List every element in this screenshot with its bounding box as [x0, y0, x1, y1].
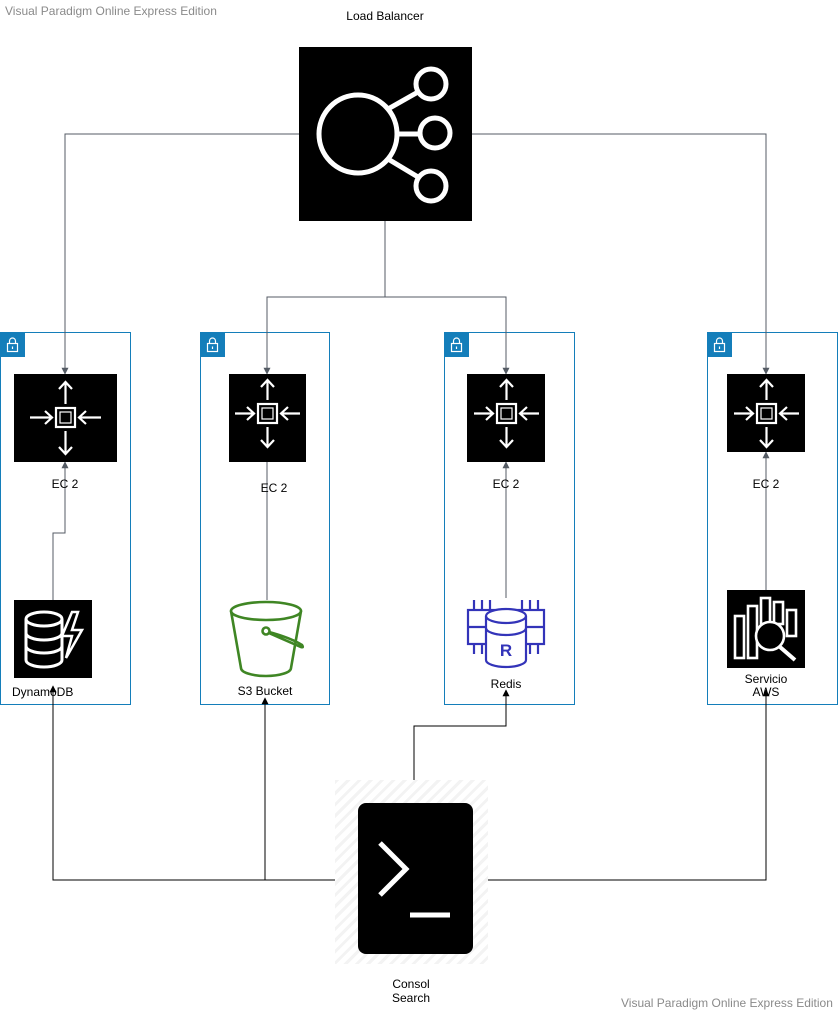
edge-dynamodb-ec2 [52, 461, 69, 600]
s3-bucket-label: S3 Bucket [237, 684, 293, 698]
aws-service-label: Servicio AWS [726, 673, 806, 699]
edge-lb-ec2-2 [263, 221, 386, 375]
ec2-label-4: EC 2 [752, 477, 780, 491]
terminal-icon [358, 803, 473, 954]
edge-console-dynamodb [49, 685, 335, 881]
aws-service-node[interactable] [727, 590, 805, 668]
lock-icon [200, 332, 225, 357]
console-label-line2: Search [391, 991, 431, 1005]
s3-bucket-node[interactable] [229, 600, 307, 680]
aws-service-label-line2: AWS [752, 685, 780, 699]
ec2-icon [734, 378, 799, 449]
ec2-icon [30, 380, 101, 456]
edge-lb-ec2-3 [385, 296, 510, 375]
ec2-label-2: EC 2 [260, 481, 288, 495]
dynamodb-node[interactable] [14, 600, 92, 678]
lock-icon [707, 332, 732, 357]
lock-icon [0, 332, 25, 357]
load-balancer-label: Load Balancer [346, 9, 424, 23]
console-label: Consol Search [371, 977, 451, 1005]
dynamodb-label: DynamoDB [12, 685, 74, 699]
ec2-instance-2[interactable] [229, 374, 306, 462]
console-node[interactable] [335, 780, 488, 964]
search-service-icon [733, 596, 798, 662]
watermark-top: Visual Paradigm Online Express Edition [5, 4, 217, 18]
ec2-label-3: EC 2 [492, 477, 520, 491]
edge-console-service [488, 689, 770, 881]
load-balancer-node[interactable] [299, 47, 472, 221]
ec2-instance-1[interactable] [14, 374, 117, 462]
ec2-icon [235, 378, 300, 449]
group-redis[interactable] [444, 332, 575, 705]
redis-label: Redis [490, 677, 522, 691]
edge-lb-ec2-4 [472, 133, 770, 375]
svg-text:R: R [500, 641, 512, 660]
redis-node[interactable]: R [466, 598, 546, 678]
ec2-label-1: EC 2 [51, 477, 79, 491]
dynamodb-icon [24, 610, 85, 669]
watermark-bottom: Visual Paradigm Online Express Edition [621, 996, 833, 1010]
ec2-instance-3[interactable] [467, 374, 545, 462]
ec2-icon [474, 378, 539, 449]
load-balancer-icon [316, 66, 453, 204]
console-label-line1: Consol [392, 977, 430, 991]
s3-bucket-icon [229, 600, 305, 678]
edge-lb-ec2-1 [61, 133, 299, 375]
aws-service-label-line1: Servicio [744, 672, 788, 686]
ec2-instance-4[interactable] [727, 374, 805, 452]
group-aws-service[interactable] [707, 332, 838, 705]
lock-icon [444, 332, 469, 357]
edge-console-redis [413, 689, 510, 780]
redis-icon: R [466, 600, 546, 669]
